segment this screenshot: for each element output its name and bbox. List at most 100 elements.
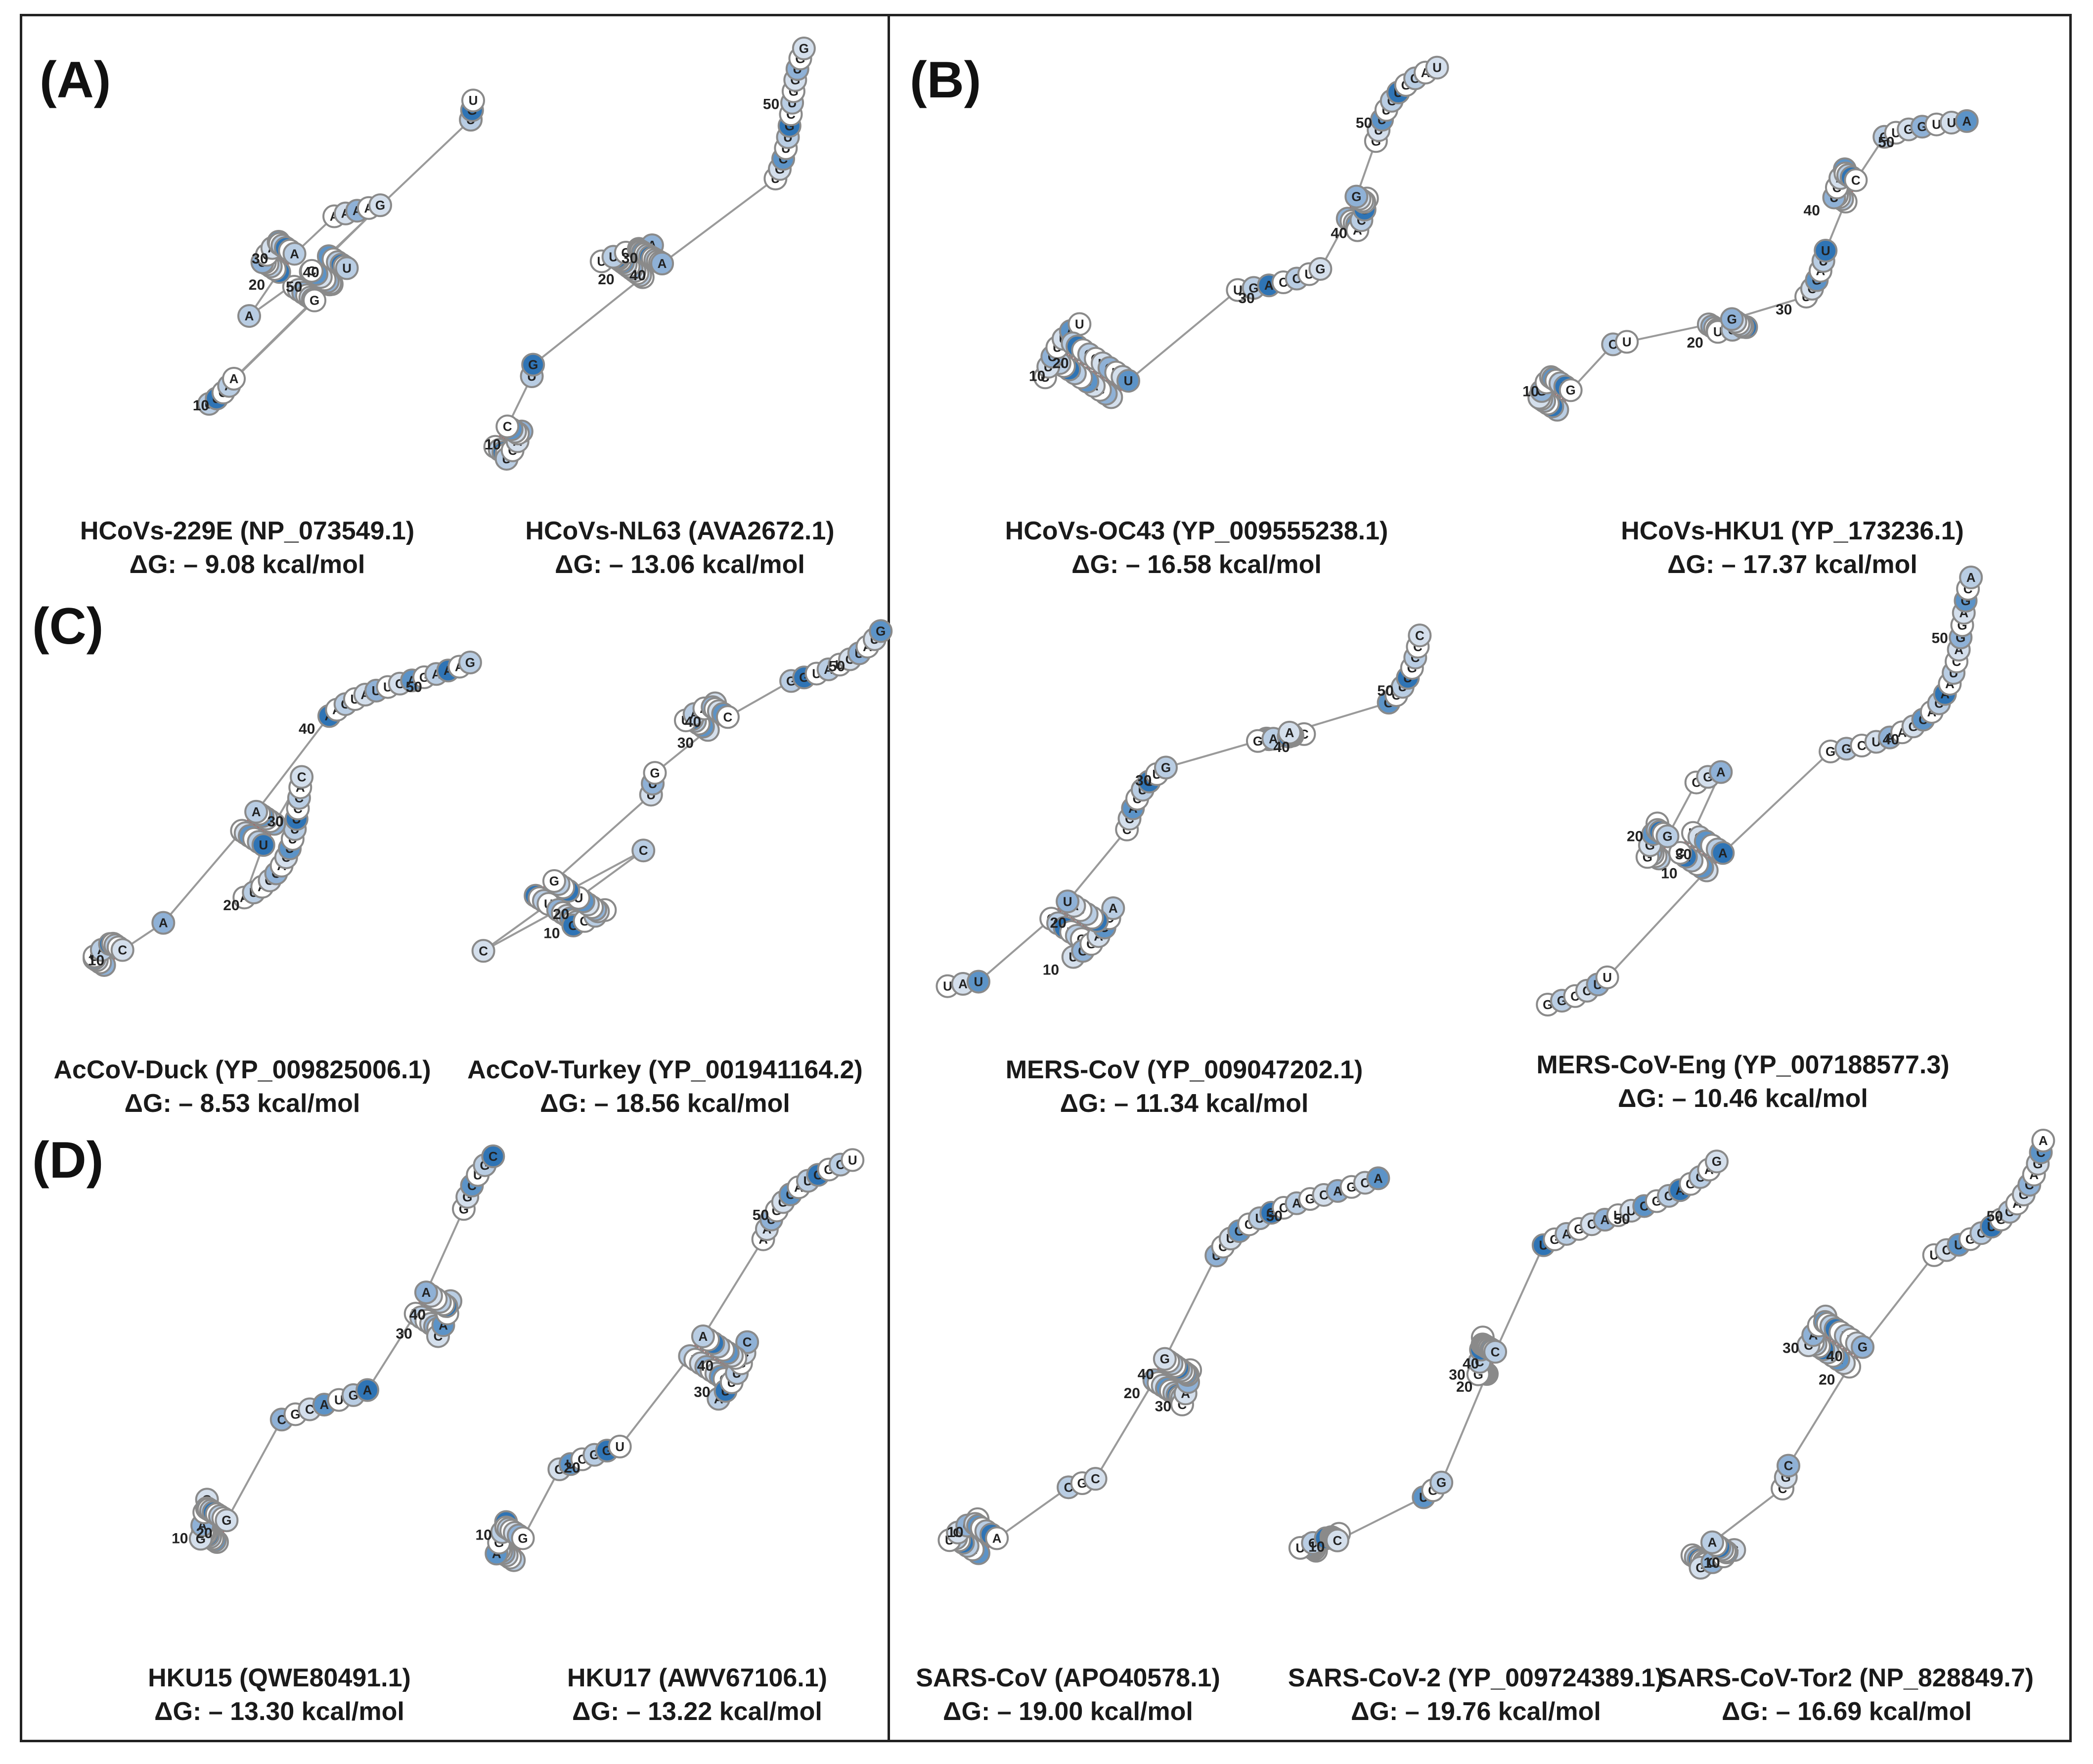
nucleotide-letter: G [518, 1531, 528, 1545]
position-marker: 20 [553, 906, 569, 923]
nucleotide-letter: U [259, 838, 268, 852]
nucleotide-letter: A [319, 1397, 329, 1412]
position-marker: 20 [564, 1460, 580, 1476]
nucleotide-letter: A [252, 804, 261, 819]
position-marker: 30 [252, 251, 268, 267]
backbone [199, 1155, 494, 1543]
backbone [1538, 120, 1967, 411]
caption-name: HKU17 (AWV67106.1) [567, 1664, 827, 1692]
nucleotide [735, 1330, 759, 1354]
position-marker: 40 [299, 721, 315, 737]
nucleotide [715, 705, 740, 729]
nucleotide [290, 765, 314, 789]
nucleotide-letter: U [334, 1393, 344, 1408]
structure-mers-eng: GGCCUUCUCCACCUGAGGUUAUUGCGAUGCCUAGGCUAAG… [1536, 565, 1983, 1017]
position-marker: 10 [476, 1527, 492, 1544]
structure-mers: UAUCGCUAGUGGAUCAAUUUAUCCACUGUGGUCUUAGACC… [935, 623, 1432, 998]
position-marker: 30 [1782, 1340, 1799, 1356]
nucleotide-letter: C [1784, 1458, 1793, 1473]
nucleotide-letter: G [375, 198, 385, 213]
caption-name: SARS-CoV-Tor2 (NP_828849.7) [1659, 1664, 2034, 1692]
nucleotide [1366, 1166, 1390, 1191]
nucleotide [608, 1434, 632, 1458]
nucleotide [244, 799, 268, 824]
structure-hcov-nl63: UAUUUCAUGCGCUGUGAUUACCAAUUUCGAUGUAGCUUUA… [483, 37, 816, 471]
nucleotide [151, 911, 176, 935]
nucleotide [542, 869, 566, 893]
panel-label-b: (B) [910, 51, 981, 109]
nucleotide [1429, 1470, 1454, 1495]
nucleotide-letter: U [342, 261, 352, 275]
nucleotide-letter: C [639, 843, 648, 858]
position-marker: 30 [1238, 290, 1254, 307]
nucleotide [1720, 307, 1744, 331]
nucleotide [303, 288, 327, 312]
position-marker: 40 [697, 1358, 713, 1374]
nucleotide-letter: A [229, 371, 239, 386]
nucleotide-letter: A [1708, 1535, 1717, 1550]
structure-accov-turkey: GAUUCACGCCUGGUCAUCGUUCUUGGUUGCCACGUAAUCU… [471, 619, 893, 963]
caption-sars-tor2: SARS-CoV-Tor2 (NP_828849.7) ΔG: – 16.69 k… [1624, 1661, 2069, 1728]
caption-dg: ΔG: – 19.76 kcal/mol [1351, 1697, 1601, 1726]
position-marker: 10 [1029, 368, 1045, 384]
nucleotide-letter: U [1075, 317, 1084, 332]
position-marker: 30 [622, 250, 638, 266]
nucleotide [521, 353, 545, 377]
position-marker: 50 [1377, 683, 1393, 699]
position-marker: 10 [1661, 866, 1677, 882]
panel-divider [888, 14, 890, 1742]
position-marker: 10 [947, 1524, 963, 1541]
position-marker: 20 [1819, 1371, 1835, 1388]
nucleotide [1615, 330, 1639, 354]
nucleotide [691, 1324, 715, 1348]
nucleotide [1277, 720, 1301, 745]
nucleotide-letter: G [528, 357, 538, 372]
nucleotide [458, 651, 482, 675]
nucleotide-letter: C [1676, 845, 1685, 860]
nucleotide-letter: U [1233, 283, 1243, 298]
nucleotide [481, 1144, 505, 1168]
position-marker: 20 [598, 271, 614, 288]
caption-dg: ΔG: – 16.58 kcal/mol [1071, 550, 1322, 579]
panel-label-d: (D) [32, 1132, 104, 1189]
backbone [495, 1159, 853, 1561]
nucleotide [1844, 168, 1868, 192]
position-marker: 30 [396, 1325, 412, 1342]
nucleotide-letter: G [1712, 1154, 1722, 1169]
caption-dg: ΔG: – 9.08 kcal/mol [129, 550, 365, 579]
nucleotide [300, 259, 324, 283]
nucleotide [251, 833, 275, 857]
caption-hcov-oc43: HCoVs-OC43 (YP_009555238.1)ΔG: – 16.58 k… [974, 514, 1419, 581]
nucleotide-letter: U [1063, 894, 1072, 909]
nucleotide-letter: G [549, 874, 559, 888]
nucleotide [650, 251, 674, 275]
nucleotide [414, 1280, 438, 1305]
caption-dg: ΔG: – 13.22 kcal/mol [572, 1697, 822, 1726]
position-marker: 10 [1522, 384, 1539, 400]
structure-hcov-229e: GUUGUCGUUGAAAUUGCUAUCAGCUUACGGCUAAAAAGAU… [193, 88, 485, 416]
position-marker: 50 [1613, 1211, 1630, 1227]
nucleotide [1559, 378, 1583, 402]
nucleotide-letter: U [1821, 243, 1830, 258]
nucleotide [1344, 184, 1369, 209]
position-marker: 10 [485, 437, 501, 453]
nucleotide-letter: G [1841, 741, 1851, 756]
nucleotide-letter: A [699, 1329, 708, 1344]
nucleotide-letter: G [222, 1513, 231, 1528]
nucleotide [869, 619, 893, 643]
nucleotide-letter: G [876, 623, 886, 638]
position-marker: 50 [1266, 1208, 1282, 1225]
nucleotide [368, 193, 392, 218]
caption-mers-eng: MERS-CoV-Eng (YP_007188577.3)ΔG: – 10.46… [1520, 1048, 1965, 1115]
caption-hcov-229e: HCoVs-229E (NP_073549.1)ΔG: – 9.08 kcal/… [25, 514, 470, 581]
caption-dg: ΔG: – 16.69 kcal/mol [1722, 1697, 1972, 1726]
nucleotide-letter: A [1962, 114, 1971, 129]
nucleotide [966, 970, 990, 994]
caption-hcov-hku1: HCoVs-HKU1 (YP_173236.1)ΔG: – 17.37 kcal… [1570, 514, 2015, 581]
caption-dg: ΔG: – 8.53 kcal/mol [124, 1089, 360, 1118]
nucleotide [1709, 760, 1733, 784]
nucleotide-letter: G [1248, 280, 1258, 295]
caption-name: HCoVs-NL63 (AVA2672.1) [525, 517, 835, 545]
position-marker: 40 [1883, 731, 1899, 748]
nucleotide-letter: U [848, 1152, 857, 1167]
